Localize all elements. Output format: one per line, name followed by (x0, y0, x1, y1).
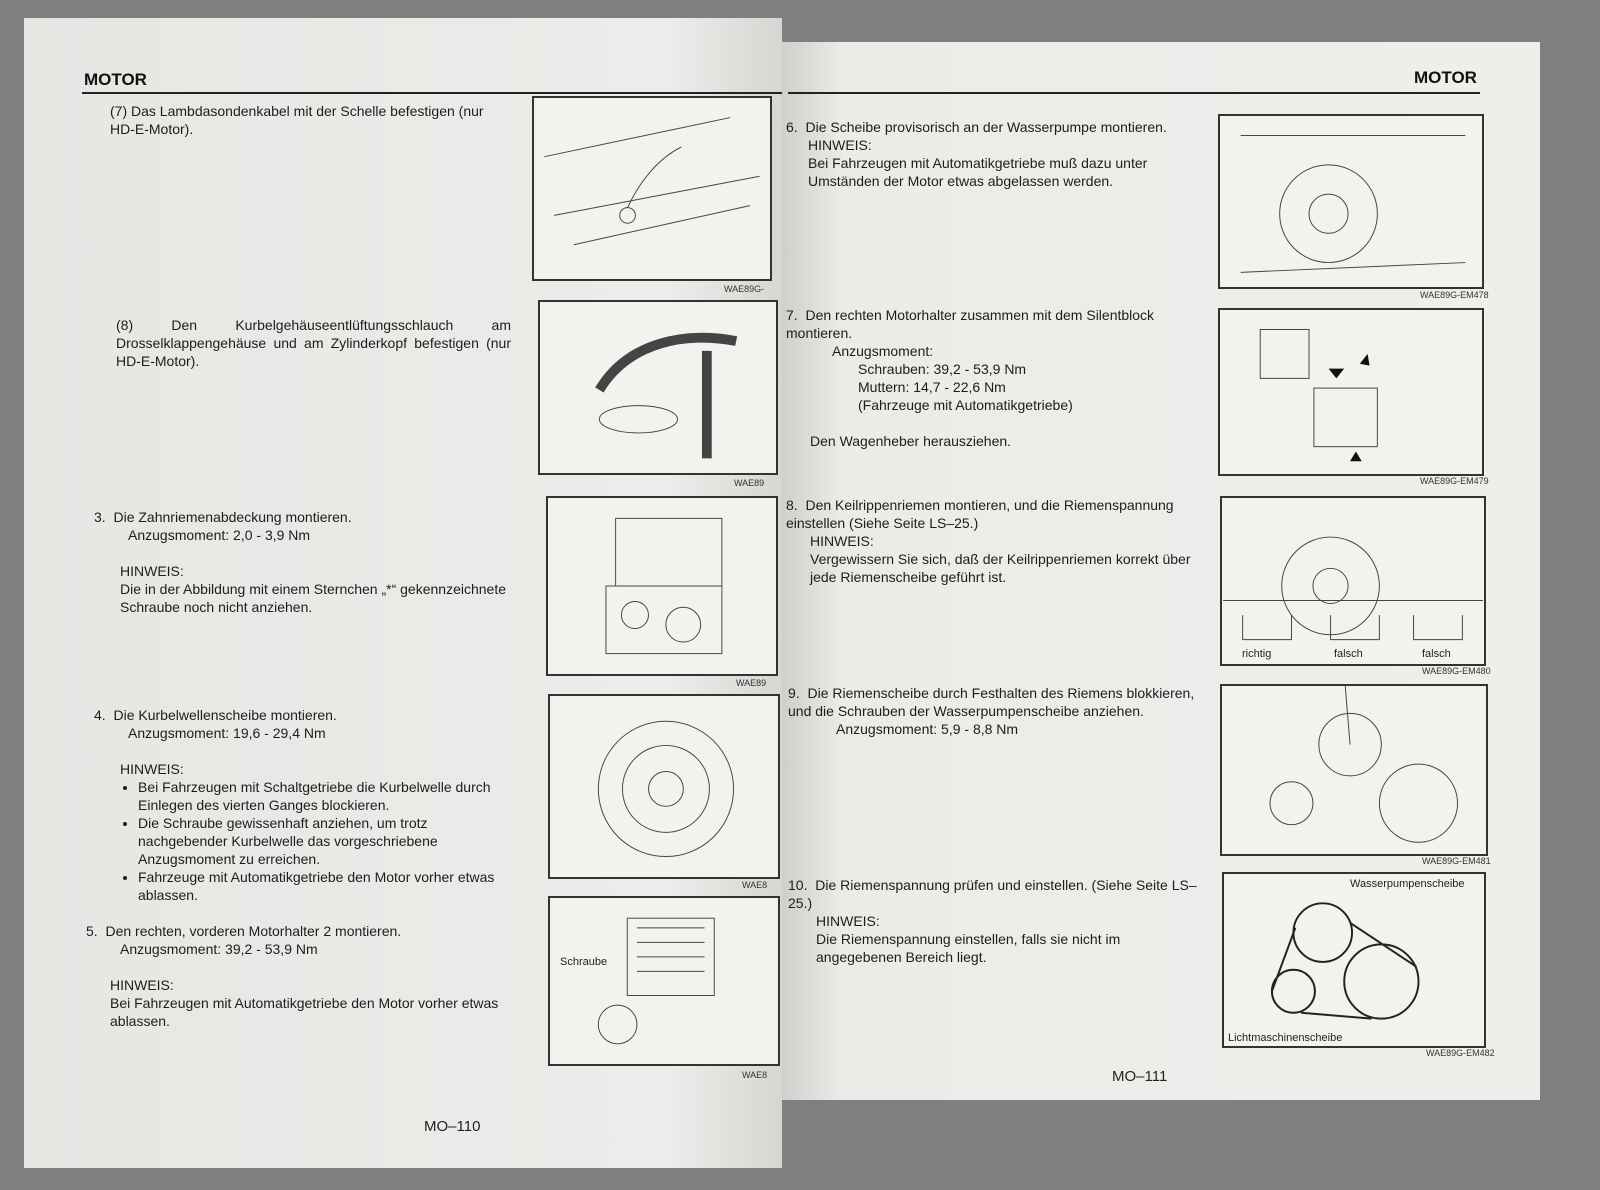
figure-lambda-cable (532, 96, 772, 281)
label-falsch: falsch (1334, 648, 1363, 660)
figure-crankshaft-pulley (548, 694, 780, 879)
step-8: (8) Den Kurbelgehäuseentlüftungsschlauch… (116, 317, 511, 369)
figure-engine-mount (548, 896, 780, 1066)
step-8: 8. Den Keilrippenriemen montieren, und d… (786, 497, 1191, 585)
label-falsch: falsch (1422, 648, 1451, 660)
left-page: MOTOR (7) Das Lambdasondenkabel mit der … (24, 18, 782, 1168)
step-9: 9. Die Riemenscheibe durch Festhalten de… (788, 685, 1195, 737)
figure-caption: WAE89G- (724, 284, 765, 294)
page-number: MO–111 (1112, 1068, 1168, 1085)
label-richtig: richtig (1242, 648, 1272, 660)
figure-caption: WAE89G-EM482 (1426, 1048, 1495, 1058)
header-rule (788, 92, 1480, 94)
figure-breather-hose (538, 300, 778, 475)
step-5: 5. Den rechten, vorderen Motorhalter 2 m… (86, 923, 499, 1029)
figure-engine-mount-silentblock (1218, 308, 1484, 476)
step-4: 4. Die Kurbelwellenscheibe montieren. An… (94, 706, 519, 904)
right-page: MOTOR 6. Die Scheibe provisorisch an der… (782, 42, 1540, 1100)
figure-caption: WAE8 (742, 1070, 768, 1080)
step-7: (7) Das Lambdasondenkabel mit der Schell… (110, 103, 484, 137)
figure-caption: WAE89G-EM481 (1422, 856, 1491, 866)
figure-caption: WAE89G-EM478 (1420, 290, 1489, 300)
figure-caption: WAE89 (734, 478, 765, 488)
header-rule (82, 92, 782, 94)
step-6: 6. Die Scheibe provisorisch an der Wasse… (786, 119, 1167, 189)
figure-pulley-blocking (1220, 684, 1488, 856)
step-3: 3. Die Zahnriemenabdeckung montieren. An… (94, 509, 507, 615)
figure-caption: WAE89 (736, 678, 767, 688)
label-water-pump-pulley: Wasserpumpenscheibe (1350, 878, 1465, 890)
figure-caption: WAE8 (742, 880, 768, 890)
figure-water-pump-pulley (1218, 114, 1484, 289)
section-header: MOTOR (1414, 68, 1477, 87)
step-10: 10. Die Riemenspannung prüfen und einste… (788, 877, 1197, 965)
figure-belt-routing: Wasserpumpenscheibe Lichtmaschinenscheib… (1222, 872, 1486, 1048)
step-7: 7. Den rechten Motorhalter zusammen mit … (786, 307, 1155, 449)
label-alternator-pulley: Lichtmaschinenscheibe (1228, 1032, 1343, 1044)
figure-caption: WAE89G-EM480 (1422, 666, 1491, 676)
figure-timing-cover (546, 496, 778, 676)
section-header: MOTOR (84, 70, 147, 89)
page-number: MO–110 (424, 1118, 481, 1135)
figure-v-ribbed-belt: richtig falsch falsch (1220, 496, 1486, 666)
figure-label-schraube: Schraube (560, 956, 608, 968)
figure-caption: WAE89G-EM479 (1420, 476, 1489, 486)
